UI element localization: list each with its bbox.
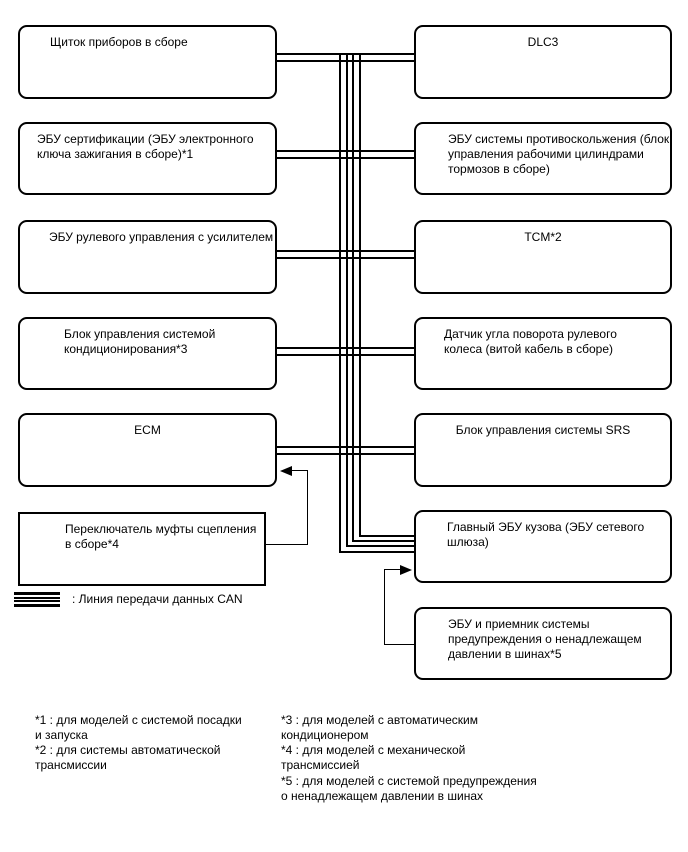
arrowhead-right-icon: [400, 565, 412, 575]
can-stub-row-3: [277, 250, 414, 259]
box-steering-angle-sensor: Датчик угла поворота рулевого колеса (ви…: [414, 317, 672, 390]
clutch-to-ecm-wire-vertical: [307, 470, 308, 545]
legend-label: : Линия передачи данных CAN: [72, 592, 243, 606]
tpws-to-body-wire-top: [384, 569, 401, 570]
can-stub-row-1: [277, 53, 414, 62]
box-power-steering-ecu: ЭБУ рулевого управления с усилителем: [18, 220, 277, 294]
can-trunk-line-outer: [339, 55, 414, 553]
footnote-2: *2 : для системы автоматической трансмис…: [35, 743, 221, 772]
box-tire-pressure-warning-ecu: ЭБУ и приемник системы предупреждения о …: [414, 607, 672, 680]
can-stub-row-2: [277, 150, 414, 159]
can-trunk-line-innermost: [359, 55, 414, 537]
footnote-4: *4 : для моделей с механической трансмис…: [281, 743, 466, 772]
tpws-to-body-wire-bottom: [384, 644, 414, 645]
arrowhead-left-icon: [280, 466, 292, 476]
box-clutch-switch: Переключатель муфты сцепления в сборе*4: [18, 512, 266, 586]
box-certification-ecu: ЭБУ сертификации (ЭБУ электронного ключа…: [18, 122, 277, 195]
footnote-5: *5 : для моделей с системой предупрежден…: [281, 774, 537, 803]
can-stub-row-5: [277, 446, 414, 455]
can-trunk-line-inner-left: [346, 55, 414, 547]
clutch-to-ecm-wire-bottom: [266, 544, 308, 545]
footnote-3: *3 : для моделей с автоматическим кондиц…: [281, 713, 478, 742]
footnote-1: *1 : для моделей с системой посадки и за…: [35, 713, 242, 742]
tpws-to-body-wire-vertical: [384, 569, 385, 645]
can-line-legend-icon: [14, 592, 60, 607]
clutch-to-ecm-wire-top: [291, 470, 308, 471]
can-stub-row-4: [277, 347, 414, 356]
box-dlc3: DLC3: [414, 25, 672, 99]
box-tcm: TCM*2: [414, 220, 672, 294]
box-air-conditioning-control: Блок управления системой кондиционирован…: [18, 317, 277, 390]
box-ecm: ECM: [18, 413, 277, 487]
box-skid-control-ecu: ЭБУ системы противоскольжения (блок упра…: [414, 122, 672, 195]
can-trunk-line-inner-right: [352, 55, 414, 542]
box-main-body-ecu: Главный ЭБУ кузова (ЭБУ сетевого шлюза): [414, 510, 672, 583]
box-instrument-cluster: Щиток приборов в сборе: [18, 25, 277, 99]
box-srs-control: Блок управления системы SRS: [414, 413, 672, 487]
